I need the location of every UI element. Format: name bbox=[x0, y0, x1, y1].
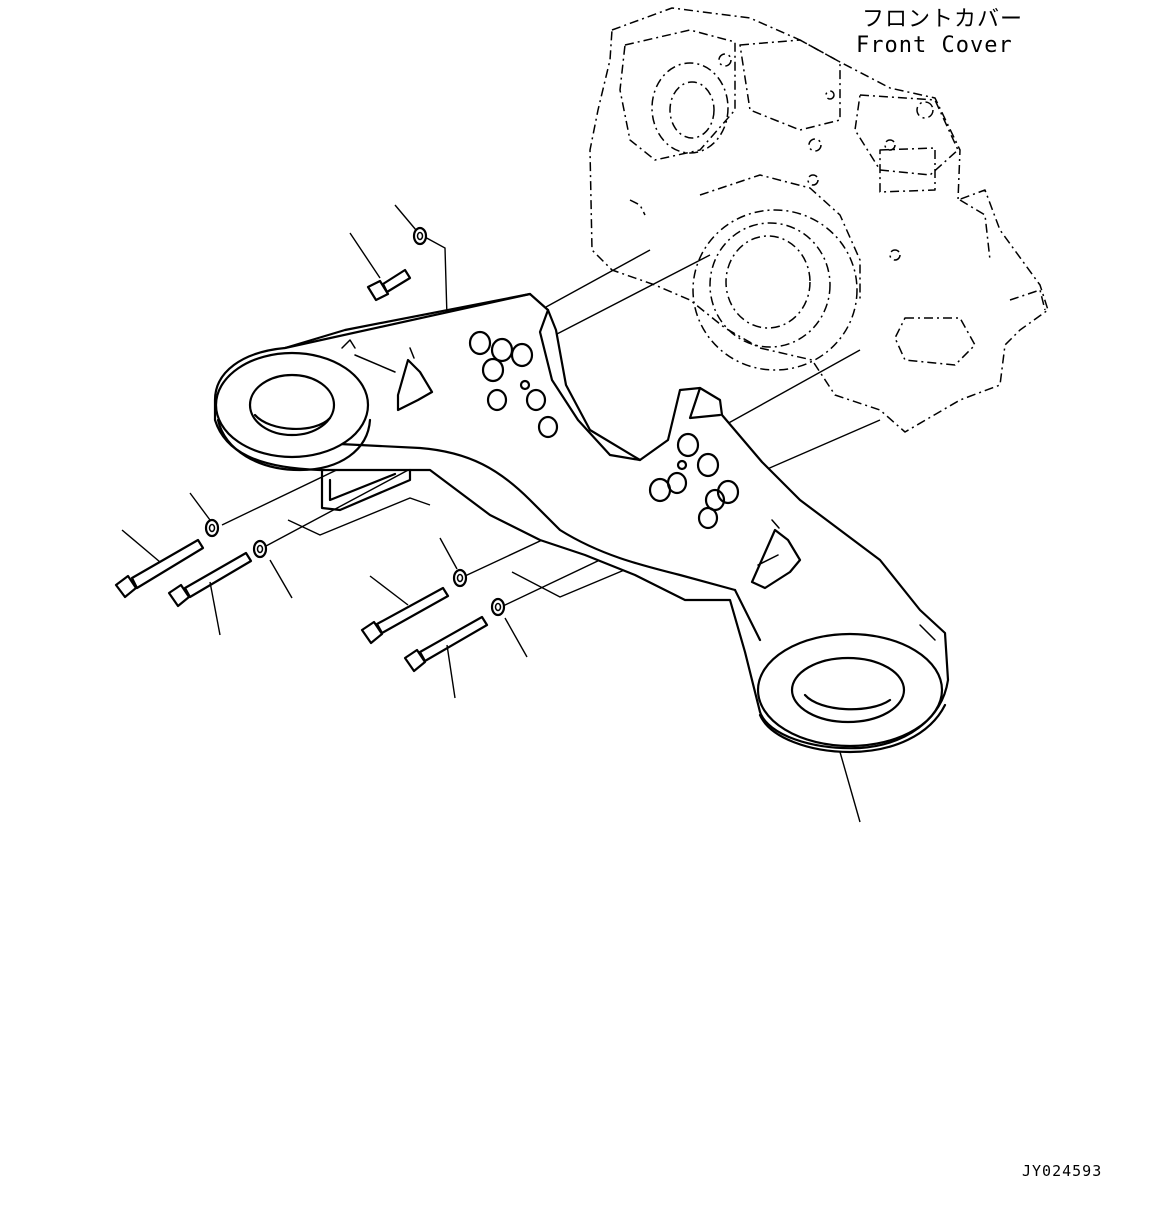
left-washer-2 bbox=[252, 539, 268, 559]
front-cover-en-label: Front Cover bbox=[856, 33, 1013, 58]
left-bolt-1 bbox=[114, 538, 205, 599]
engine-mount-bracket bbox=[213, 292, 950, 754]
middle-bolt-1 bbox=[360, 586, 450, 645]
drawing-code: JY024593 bbox=[1022, 1162, 1102, 1180]
upper-bolt bbox=[366, 268, 412, 302]
front-cover-jp-label: フロントカバー bbox=[862, 7, 1023, 32]
callout-leaders bbox=[121, 204, 861, 823]
upper-washer bbox=[412, 226, 428, 246]
front-cover-housing bbox=[589, 7, 1049, 433]
middle-washer-2 bbox=[490, 597, 506, 617]
middle-washer-1 bbox=[452, 568, 468, 588]
left-bolt-2 bbox=[167, 551, 253, 608]
middle-bolt-2 bbox=[403, 615, 489, 673]
left-washer-1 bbox=[204, 518, 220, 538]
